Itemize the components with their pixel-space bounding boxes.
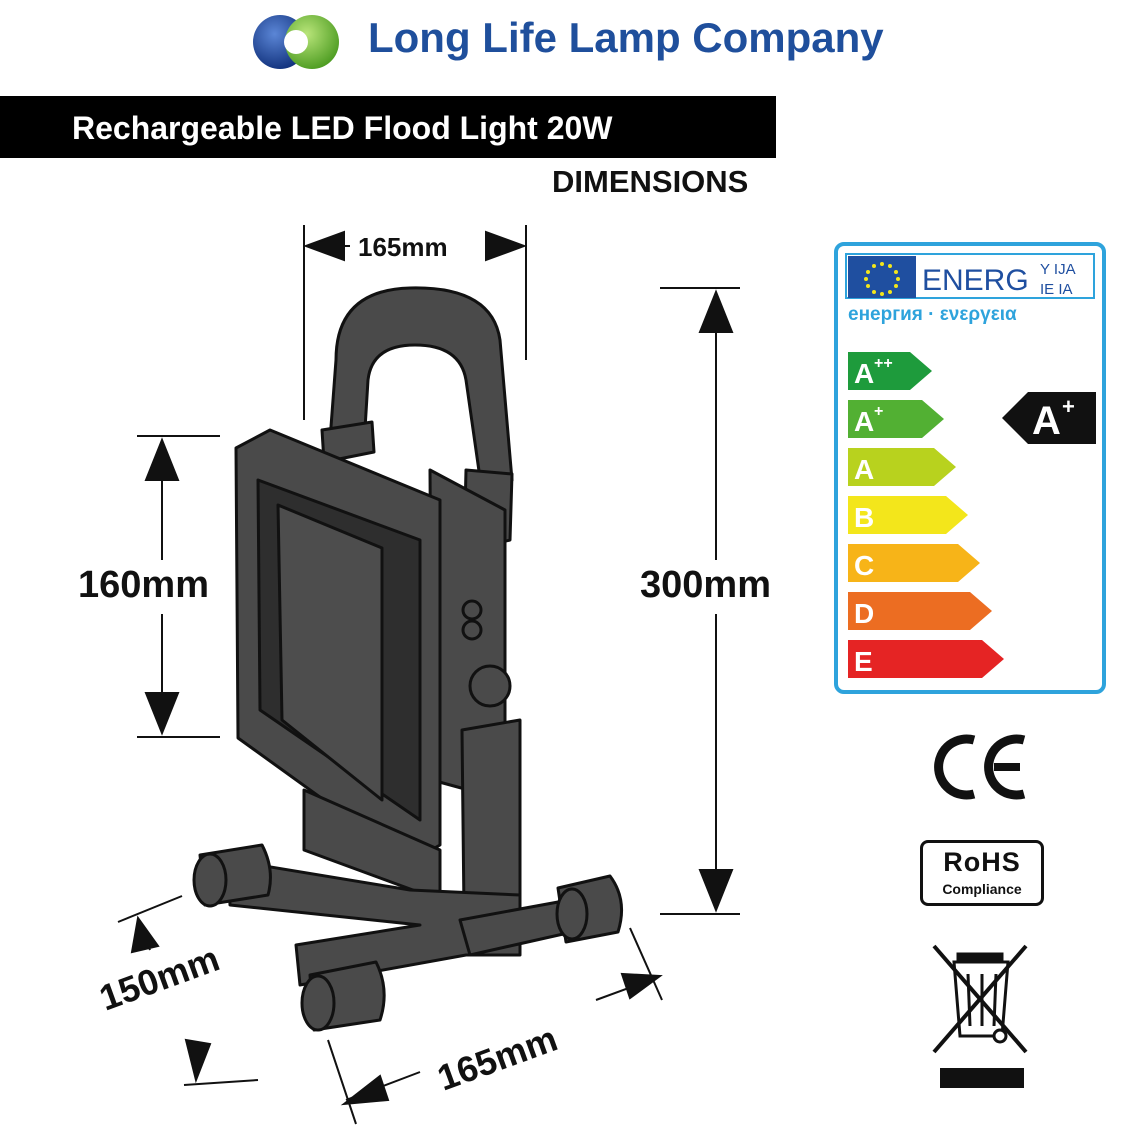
energy-class-label: B <box>854 502 874 533</box>
energy-class-arrow <box>848 496 968 534</box>
energy-class-label: C <box>854 550 874 581</box>
energy-class-arrow <box>848 448 956 486</box>
ce-mark <box>934 734 1026 800</box>
energy-rating-superscript: + <box>1062 394 1075 419</box>
energy-header-suffix-1: Y IJA <box>1040 261 1076 278</box>
arrow-top-left <box>303 230 345 262</box>
handle-drawing <box>328 286 514 482</box>
energy-class-label: D <box>854 598 874 629</box>
energy-class-arrow <box>848 544 980 582</box>
arrow-head-down <box>144 692 180 736</box>
energy-class-label: E <box>854 646 873 677</box>
title-bar <box>0 96 776 158</box>
arrow-base-left <box>340 1074 390 1106</box>
arrow-total-up <box>698 289 734 333</box>
dimension-head-height: 160mm <box>78 564 209 606</box>
company-name: Long Life Lamp Company <box>368 14 884 61</box>
company-logo <box>253 15 339 69</box>
weee-bar <box>940 1068 1024 1088</box>
energy-rating-pointer <box>1002 392 1096 444</box>
energy-class-superscript: ++ <box>874 355 893 372</box>
energy-class-arrow <box>848 592 992 630</box>
weee-bin-icon <box>932 944 1028 1088</box>
arrow-depth-down <box>184 1038 212 1084</box>
rohs-sub: Compliance <box>942 881 1022 897</box>
energy-class-arrow <box>848 352 932 390</box>
energy-class-label: A <box>854 454 874 485</box>
rohs-badge: RoHS Compliance <box>920 840 1044 906</box>
arrow-head-up <box>144 437 180 481</box>
energy-label: ENERG Y IJA IE IA енергия · ενεργεια A++… <box>834 242 1106 694</box>
arrow-top-right <box>485 230 527 262</box>
arrow-total-down <box>698 869 734 913</box>
product-title: Rechargeable LED Flood Light 20W <box>72 110 613 146</box>
energy-class-superscript: + <box>874 403 883 420</box>
dimension-top-width: 165mm <box>358 232 448 262</box>
energy-header-suffix-2: IE IA <box>1040 281 1073 298</box>
arrow-depth-up <box>130 915 160 954</box>
energy-class-arrow <box>848 640 1004 678</box>
section-label: DIMENSIONS <box>552 164 749 199</box>
energy-rating-label: A <box>1032 399 1061 443</box>
knob-drawing <box>468 664 512 708</box>
base-drawing <box>226 858 522 987</box>
eu-stars <box>864 262 900 296</box>
energy-subheader: енергия · ενεργεια <box>848 304 1017 325</box>
energy-class-label: A <box>854 406 874 437</box>
energy-class-label: A <box>854 358 874 389</box>
rohs-title: RoHS <box>943 847 1021 877</box>
energy-class-arrow <box>848 400 944 438</box>
dimension-total-height: 300mm <box>640 564 771 606</box>
energy-header-text: ENERG <box>922 264 1029 297</box>
arrow-base-right <box>620 972 663 1000</box>
